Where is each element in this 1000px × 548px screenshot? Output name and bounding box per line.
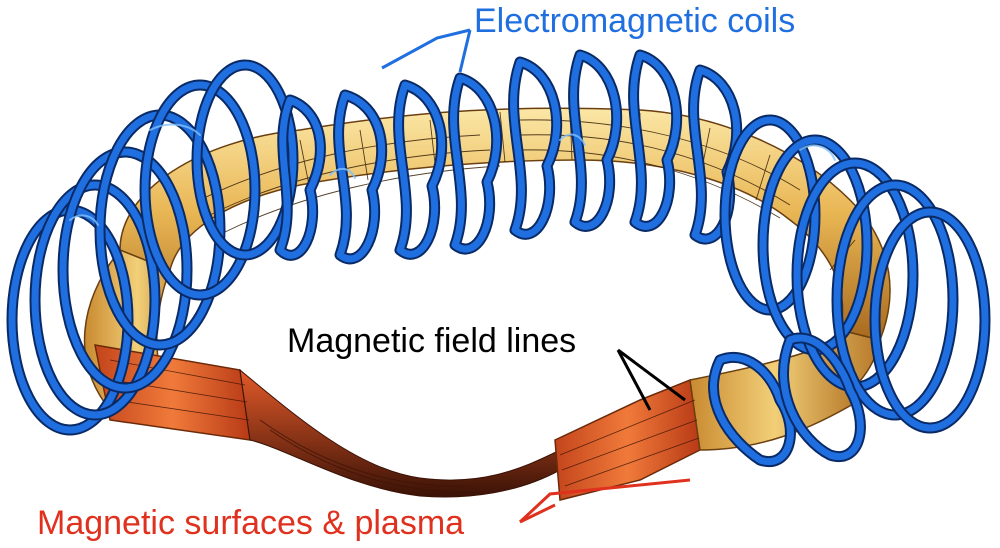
coil-icon — [510, 58, 561, 238]
coil-highlights — [69, 123, 836, 226]
coil-icon — [335, 91, 386, 263]
coil-icon — [871, 208, 989, 432]
coil-icon — [833, 181, 957, 419]
coil-icon — [690, 66, 741, 243]
surfaces-pointer — [518, 478, 691, 524]
coil-icon — [570, 51, 621, 230]
coil-icon — [141, 81, 259, 299]
coil-group-left — [6, 59, 299, 436]
electromagnetic-coils-label: Electromagnetic coils — [474, 2, 796, 40]
plasma-ribbon — [239, 368, 561, 498]
electromagnetic-coils — [6, 49, 991, 468]
magnetic-surfaces-label: Magnetic surfaces & plasma — [37, 504, 465, 542]
coil-icon — [630, 51, 681, 230]
coils-pointer — [381, 28, 472, 73]
coil-group-top — [274, 49, 743, 265]
coil-icon — [31, 181, 159, 419]
coil-icon — [193, 61, 297, 259]
coil-icon — [780, 334, 864, 461]
coil-group-right — [719, 114, 991, 434]
coil-icon — [276, 96, 324, 259]
magnetic-field-lines-label: Magnetic field lines — [287, 322, 577, 360]
coil-icon — [59, 148, 191, 392]
field-lines-pointer — [616, 348, 686, 411]
coil-icon — [450, 74, 501, 253]
field-lines-front — [109, 359, 700, 493]
coil-group-bottom-right — [708, 332, 866, 468]
coil-icon — [395, 81, 446, 258]
coil-icon — [710, 353, 794, 466]
